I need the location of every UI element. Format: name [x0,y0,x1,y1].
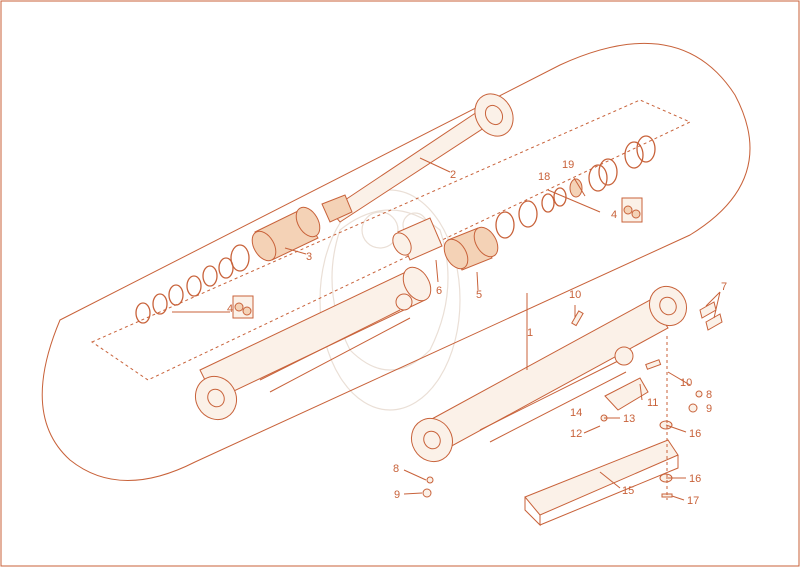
callout-4-left: 4 [227,303,233,315]
callout-16-top: 16 [689,428,701,440]
seal-kit-bag-right [621,197,643,223]
callout-1: 1 [527,327,533,339]
callout-18: 18 [538,171,550,183]
callout-13: 13 [623,413,635,425]
callout-8-right: 8 [706,389,712,401]
callout-8-left: 8 [393,463,399,475]
small-hardware [422,301,723,498]
mounting-bracket [604,377,649,411]
cylinder-assembly-lower [410,285,688,463]
callout-7: 7 [721,281,727,293]
leader-lines [172,157,721,501]
callout-10-top: 10 [569,289,581,301]
callout-10-right: 10 [680,377,692,389]
callout-3: 3 [306,251,312,263]
piston-assembly [392,217,499,271]
seal-rings-left [135,244,250,324]
callout-14: 14 [570,407,582,419]
callout-17: 17 [687,495,699,507]
callout-6: 6 [436,285,442,297]
callout-16-bottom: 16 [689,473,701,485]
protective-rail [524,439,679,527]
callout-12: 12 [570,428,582,440]
callout-11: 11 [647,397,658,409]
callout-2: 2 [450,169,456,181]
callout-9-right: 9 [706,403,712,415]
callout-15: 15 [622,485,634,497]
cylinder-group-outline [41,42,751,481]
callout-4-right: 4 [611,209,617,221]
callout-5: 5 [476,289,482,301]
callout-19: 19 [562,159,574,171]
cylinder-tube-upper [194,266,432,421]
seal-kit-bag-left [232,295,254,319]
seal-rings-right [495,135,656,239]
cylinder-gland [251,206,321,262]
piston-rod [321,93,514,223]
callout-9-left: 9 [394,489,400,501]
